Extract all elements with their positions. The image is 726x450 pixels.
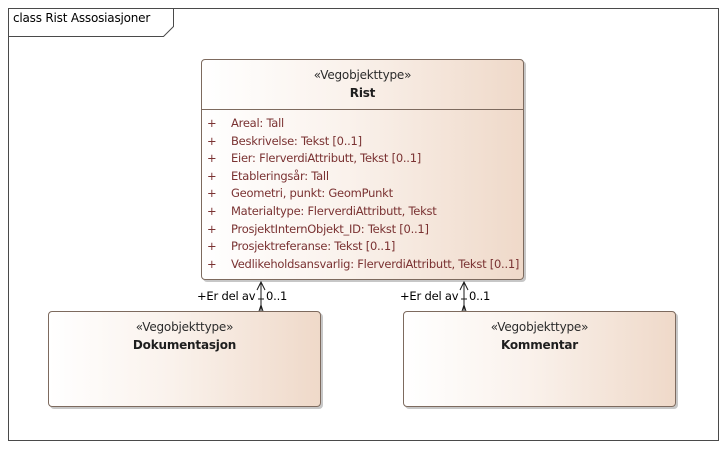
association-role-dokumentasjon: +Er del av — [197, 289, 256, 303]
attribute-areal: Areal: Tall — [231, 116, 284, 130]
association-role-kommentar: +Er del av — [400, 289, 459, 303]
class-box-dokumentasjon[interactable]: «Vegobjekttype» Dokumentasjon — [48, 311, 321, 407]
visibility-marker: + — [207, 133, 217, 148]
attribute-prosjektinternobjekt-id: ProsjektInternObjekt_ID: Tekst [0..1] — [231, 221, 429, 236]
class-box-kommentar[interactable]: «Vegobjekttype» Kommentar — [403, 311, 676, 407]
visibility-marker: + — [207, 256, 217, 271]
attribute-row[interactable]: + Beskrivelse: Tekst [0..1] — [202, 134, 523, 152]
attribute-eier: Eier: FlerverdiAttributt, Tekst [0..1] — [231, 151, 422, 166]
attribute-row[interactable]: + Materialtype: FlerverdiAttributt, Teks… — [202, 204, 523, 222]
attribute-row[interactable]: + ProsjektInternObjekt_ID: Tekst [0..1] — [202, 222, 523, 240]
attribute-etableringsar: Etableringsår: Tall — [231, 168, 329, 183]
attribute-row[interactable]: + Areal: Tall — [202, 116, 523, 134]
association-multiplicity-kommentar: 0..1 — [469, 289, 491, 303]
visibility-marker: + — [207, 151, 217, 166]
attribute-vedlikeholdsansvarlig: Vedlikeholdsansvarlig: FlerverdiAttribut… — [231, 256, 520, 271]
visibility-marker: + — [207, 203, 217, 218]
attribute-materialtype: Materialtype: FlerverdiAttributt, Tekst — [231, 203, 437, 218]
attribute-row[interactable]: + Geometri, punkt: GeomPunkt — [202, 186, 523, 204]
stereotype-label: «Vegobjekttype» — [313, 68, 412, 82]
visibility-marker: + — [207, 168, 217, 183]
attribute-row[interactable]: + Prosjektreferanse: Tekst [0..1] — [202, 239, 523, 257]
stereotype-label: «Vegobjekttype» — [135, 320, 234, 334]
attribute-row[interactable]: + Eier: FlerverdiAttributt, Tekst [0..1] — [202, 151, 523, 169]
class-box-rist[interactable]: «Vegobjekttype» Rist + Areal: Tall + Bes… — [201, 59, 524, 280]
stereotype-label: «Vegobjekttype» — [490, 320, 589, 334]
frame-title-tab — [8, 8, 174, 37]
attribute-row[interactable]: + Vedlikeholdsansvarlig: FlerverdiAttrib… — [202, 257, 523, 275]
diagram-title: class Rist Assosiasjoner — [13, 11, 151, 25]
attribute-prosjektreferanse: Prosjektreferanse: Tekst [0..1] — [231, 239, 396, 254]
class-name: Kommentar — [501, 338, 578, 352]
visibility-marker: + — [207, 239, 217, 254]
attribute-list: + Areal: Tall + Beskrivelse: Tekst [0..1… — [202, 116, 523, 274]
compartment-divider — [202, 109, 523, 110]
class-name: Rist — [349, 86, 376, 100]
association-multiplicity-dokumentasjon: 0..1 — [266, 289, 288, 303]
attribute-geometri: Geometri, punkt: GeomPunkt — [231, 186, 393, 201]
navigability-arrow-rist-kommentar — [459, 280, 469, 291]
visibility-marker: + — [207, 116, 217, 130]
diagram-frame — [8, 8, 719, 441]
visibility-marker: + — [207, 186, 217, 201]
visibility-marker: + — [207, 221, 217, 236]
class-name: Dokumentasjon — [132, 338, 237, 352]
attribute-beskrivelse: Beskrivelse: Tekst [0..1] — [231, 133, 362, 148]
attribute-row[interactable]: + Etableringsår: Tall — [202, 169, 523, 187]
navigability-arrow-rist-dokumentasjon — [256, 280, 266, 291]
